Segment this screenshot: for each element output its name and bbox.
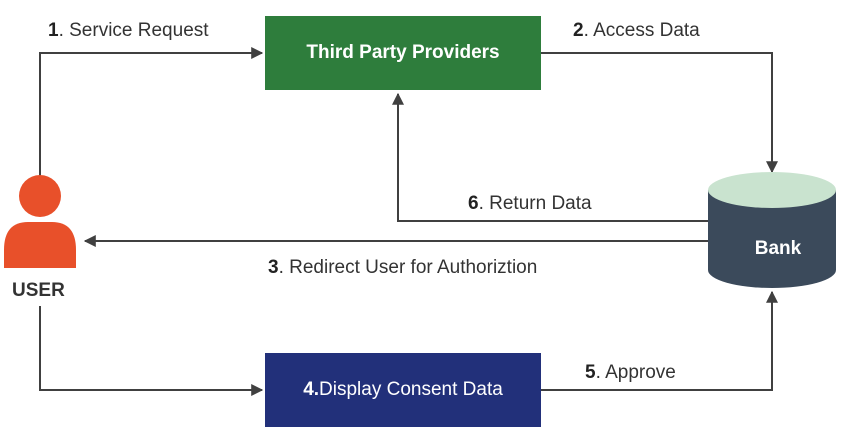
bank-label: Bank xyxy=(754,238,802,259)
step-1-text: . Service Request xyxy=(58,20,209,41)
third-party-providers-node: Third Party Providers xyxy=(265,16,541,90)
step-6-number: 6 xyxy=(468,193,479,214)
step-1-number: 1 xyxy=(48,20,59,41)
step-5-number: 5 xyxy=(585,362,596,383)
step-3-label: 3. Redirect User for Authoriztion xyxy=(268,257,537,279)
user-icon xyxy=(4,175,76,268)
arrow-return-data xyxy=(392,92,708,222)
step-1-label: 1. Service Request xyxy=(48,20,209,42)
step-2-label: 2. Access Data xyxy=(573,20,700,42)
arrow-display-consent xyxy=(39,306,264,396)
display-consent-node: 4. Display Consent Data xyxy=(265,353,541,427)
arrow-service-request xyxy=(39,47,264,176)
consent-step-label: Display Consent Data xyxy=(319,379,503,400)
step-3-text: . Redirect User for Authoriztion xyxy=(278,257,538,278)
step-5-label: 5. Approve xyxy=(585,362,676,384)
step-3-number: 3 xyxy=(268,257,279,278)
third-party-providers-label: Third Party Providers xyxy=(306,42,500,63)
step-6-label: 6. Return Data xyxy=(468,193,592,215)
step-2-text: . Access Data xyxy=(583,20,700,41)
step-2-number: 2 xyxy=(573,20,584,41)
arrow-access-data xyxy=(541,52,778,174)
step-5-text: . Approve xyxy=(595,362,676,383)
bank-database-icon xyxy=(708,172,836,288)
user-label: USER xyxy=(12,280,65,301)
arrow-approve xyxy=(541,290,778,391)
consent-step-number: 4. xyxy=(303,379,320,400)
step-6-text: . Return Data xyxy=(478,193,592,214)
